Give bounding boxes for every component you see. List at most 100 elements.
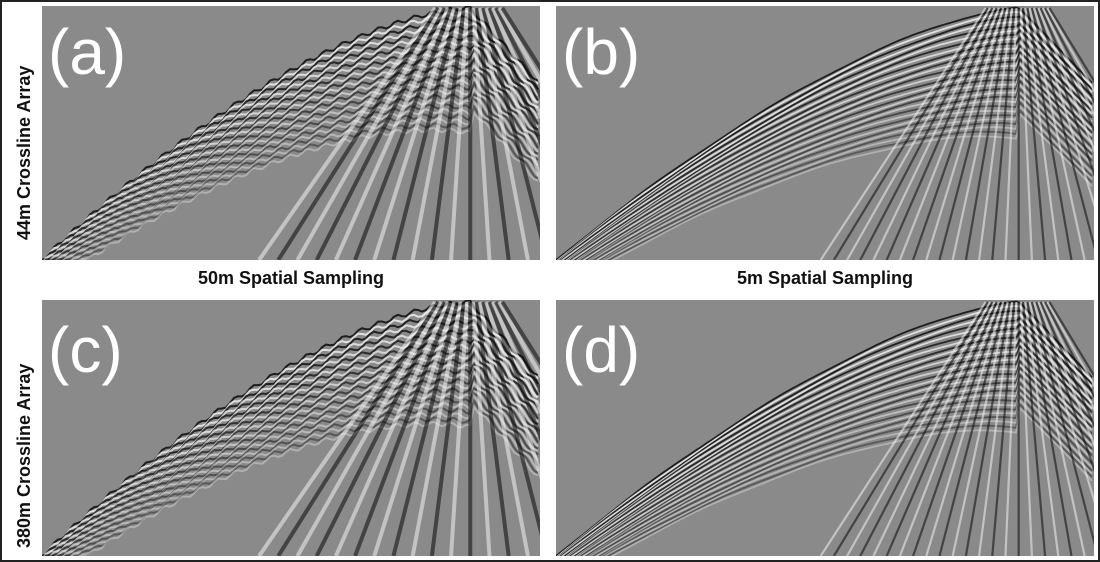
ground-roll-line [1026, 301, 1073, 556]
seismic-event-line [72, 92, 539, 260]
seismic-event-line [589, 377, 1093, 556]
ground-roll-line [334, 301, 450, 556]
seismic-event-line [600, 390, 1093, 556]
ground-roll-line [925, 301, 1005, 556]
ground-roll-line [1039, 301, 1094, 428]
ground-roll-line [449, 301, 470, 556]
ground-roll-line [1046, 7, 1094, 93]
seismic-event-line [588, 79, 1093, 260]
seismic-event-line [77, 97, 539, 260]
seismic-event-line [587, 75, 1093, 260]
ground-roll-line [885, 7, 998, 260]
ground-roll-line [497, 7, 540, 84]
seismic-gather-d [556, 300, 1094, 556]
panel-label-c: (c) [48, 314, 123, 386]
ground-roll-line [1039, 7, 1094, 133]
ground-roll-line [487, 7, 540, 147]
seismic-event-line [70, 87, 539, 260]
ground-roll-line [1044, 301, 1094, 399]
ground-roll-line [846, 7, 992, 260]
seismic-event-line [585, 72, 1093, 260]
ground-roll-line [497, 301, 540, 379]
seismic-event-line [85, 103, 539, 260]
seismic-event-line [575, 53, 1093, 260]
seismic-event-line [49, 338, 539, 556]
ground-roll-line [1021, 301, 1047, 556]
ground-roll-line [938, 7, 1007, 260]
seismic-event-line [577, 351, 1093, 556]
ground-roll-line [494, 301, 540, 394]
ground-roll-line [991, 301, 1016, 556]
ground-roll-line [832, 301, 989, 556]
ground-roll-line [846, 301, 992, 556]
ground-roll-line [490, 301, 540, 415]
seismic-event-line [575, 347, 1093, 556]
column-label-5m: 5m Spatial Sampling [736, 268, 914, 288]
ground-roll-line [898, 7, 1000, 260]
ground-roll-line [471, 301, 492, 556]
seismic-event-line [86, 110, 539, 260]
ground-roll-line [964, 7, 1011, 260]
seismic-event-line [49, 44, 539, 260]
ground-roll-line [991, 7, 1016, 260]
ground-roll-line [490, 7, 540, 120]
seismic-event-line [77, 389, 539, 556]
ground-roll-line [487, 301, 540, 442]
ground-roll-line [819, 7, 987, 260]
seismic-event-line [565, 326, 1093, 556]
ground-roll-line [925, 7, 1005, 260]
panel-a-seismic-image: (a) [42, 6, 540, 260]
seismic-event-line [591, 381, 1093, 556]
ground-roll-line [477, 7, 530, 260]
seismic-event-line [55, 46, 539, 260]
seismic-event-line [590, 83, 1093, 260]
ground-roll-line [977, 7, 1014, 260]
ground-roll-line [372, 7, 457, 260]
ground-roll-line [1004, 301, 1018, 556]
ground-roll-line [391, 7, 460, 260]
ground-roll-line [410, 7, 463, 260]
seismic-event-line [594, 384, 1093, 556]
seismic-event-line [602, 100, 1093, 260]
ground-roll-line [1021, 7, 1047, 260]
seismic-gather-b [556, 6, 1094, 260]
seismic-event-line [598, 387, 1093, 556]
seismic-event-line [601, 394, 1093, 556]
ground-roll-line [1004, 7, 1018, 260]
seismic-event-line [56, 48, 539, 260]
ground-roll-line [1033, 7, 1094, 208]
ground-roll-line [353, 7, 453, 260]
ground-roll-line [832, 7, 989, 260]
ground-roll-line [1026, 7, 1073, 260]
seismic-event-line [595, 90, 1093, 260]
ground-roll-line [1033, 301, 1094, 504]
ground-roll-line [471, 7, 492, 260]
panel-c-seismic-image: (c) [42, 300, 540, 556]
ground-roll-line [353, 301, 453, 556]
seismic-event-line [72, 386, 539, 556]
ground-roll-line [951, 301, 1009, 556]
seismic-event-line [85, 397, 539, 556]
seismic-event-line [570, 47, 1093, 260]
seismic-event-line [573, 344, 1093, 556]
ground-roll-line [1028, 7, 1086, 260]
ground-roll-line [1030, 301, 1094, 546]
seismic-event-line [570, 341, 1093, 556]
seismic-event-line [69, 381, 539, 556]
seismic-event-line [77, 393, 539, 556]
seismic-event-line [77, 99, 539, 260]
seismic-event-line [592, 87, 1093, 260]
ground-roll-line [1048, 7, 1094, 83]
ground-roll-line [912, 301, 1003, 556]
ground-roll-line [484, 7, 540, 184]
ground-roll-line [474, 7, 511, 260]
panel-d-seismic-image: (d) [556, 300, 1094, 556]
ground-roll-line [314, 7, 447, 260]
ground-roll-line [938, 301, 1007, 556]
ground-roll-line [484, 301, 540, 480]
seismic-event-line [565, 32, 1093, 260]
ground-roll-line [449, 7, 470, 260]
ground-roll-line [500, 6, 540, 72]
ground-roll-line [477, 301, 530, 556]
